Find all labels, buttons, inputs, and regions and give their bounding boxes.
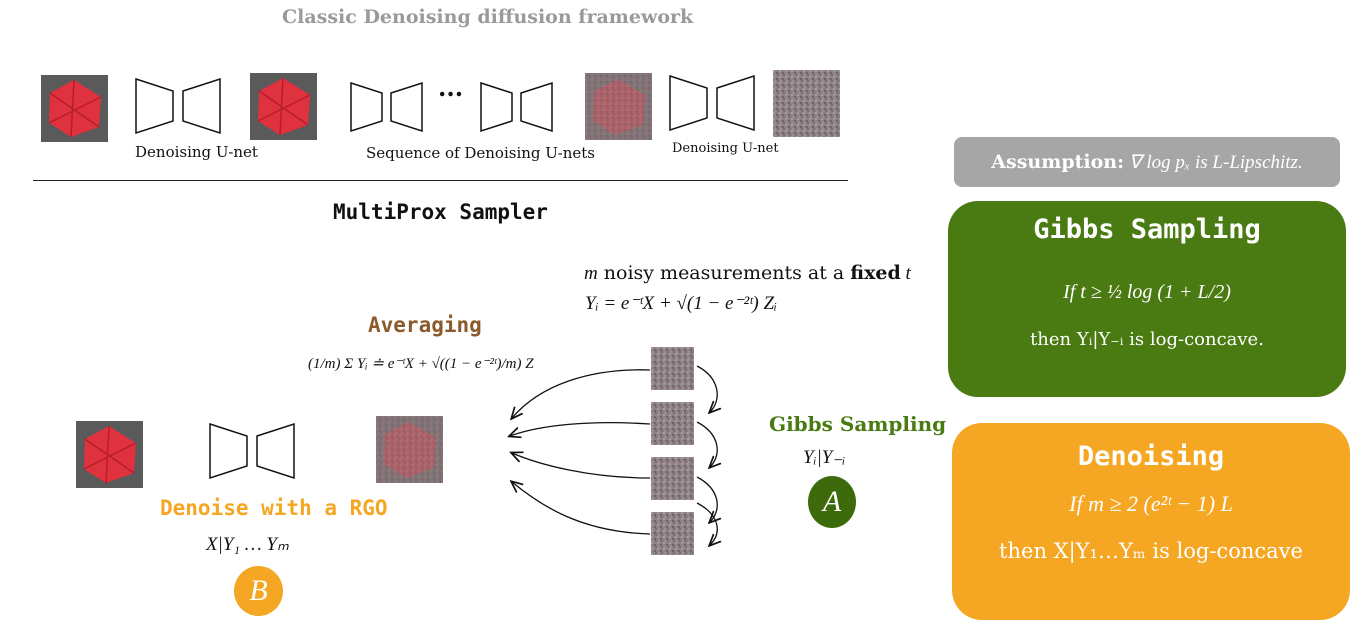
denoise-rgo-expression: X|Y₁ … Yₘ [206,534,289,555]
sampler-title: MultiProx Sampler [333,200,548,224]
unet-icon [209,422,295,480]
umbrella-image-clean [76,421,143,488]
gibbs-label: Gibbs Sampling [769,412,947,436]
denoising-box-title: Denoising [1077,441,1225,472]
denoise-rgo-title: Denoise with a RGO [160,496,388,520]
denoising-box-condition: If m ≥ 2 (e²ᵗ − 1) L [1069,491,1233,516]
badge-a: A [808,476,856,528]
arrow [510,421,651,436]
measurement-equation: Yᵢ = e⁻ᵗX + √(1 − e⁻²ᵗ) Zᵢ [585,293,778,314]
arrow [512,369,651,418]
denoising-box: Denoising If m ≥ 2 (e²ᵗ − 1) L then X|Y₁… [952,423,1350,620]
unet-icon [480,81,553,133]
badge-b: B [234,566,283,616]
measurements-text: m noisy measurements at a fixed t [584,262,911,284]
gibbs-box: Gibbs Sampling If t ≥ ½ log (1 + L/2) th… [948,201,1346,397]
arrow [696,421,717,467]
unet-icon [135,77,221,135]
gibbs-box-conclusion: then Yᵢ|Y₋ᵢ is log-concave. [1030,329,1264,350]
label-denoising-unet: Denoising U-net [135,143,258,161]
umbrella-image-clean [41,75,108,142]
divider [33,180,848,181]
assumption-box: Assumption: ∇ log pₓ is L-Lipschitz. [954,137,1340,187]
label-sequence-unets: Sequence of Denoising U-nets [366,144,595,162]
label-denoising-unet: Denoising U-net [672,141,779,156]
gibbs-expression: Yᵢ|Y₋ᵢ [803,447,846,468]
noise-image [651,512,694,555]
denoising-box-conclusion: then X|Y₁…Yₘ is log-concave [999,539,1303,563]
arrow [696,476,717,522]
noise-image [651,347,694,390]
gibbs-box-title: Gibbs Sampling [1033,214,1261,245]
arrow [696,502,717,545]
umbrella-image-noisy [585,73,652,140]
unet-icon [669,74,755,132]
framework-title: Classic Denoising diffusion framework [282,6,694,28]
noise-image [651,457,694,500]
ellipsis: ... [438,73,464,102]
gibbs-box-condition: If t ≥ ½ log (1 + L/2) [1063,281,1231,303]
averaging-title: Averaging [368,313,482,337]
umbrella-image-clean [250,73,317,140]
averaging-equation: (1/m) Σ Yᵢ ≐ e⁻ᵗX + √((1 − e⁻²ᵗ)/m) Z [308,356,534,372]
arrow [512,453,651,479]
noise-image [651,402,694,445]
noise-image [773,70,840,137]
umbrella-image-noisy [376,416,443,483]
arrow [512,482,651,535]
unet-icon [350,81,423,133]
arrow [696,365,717,412]
